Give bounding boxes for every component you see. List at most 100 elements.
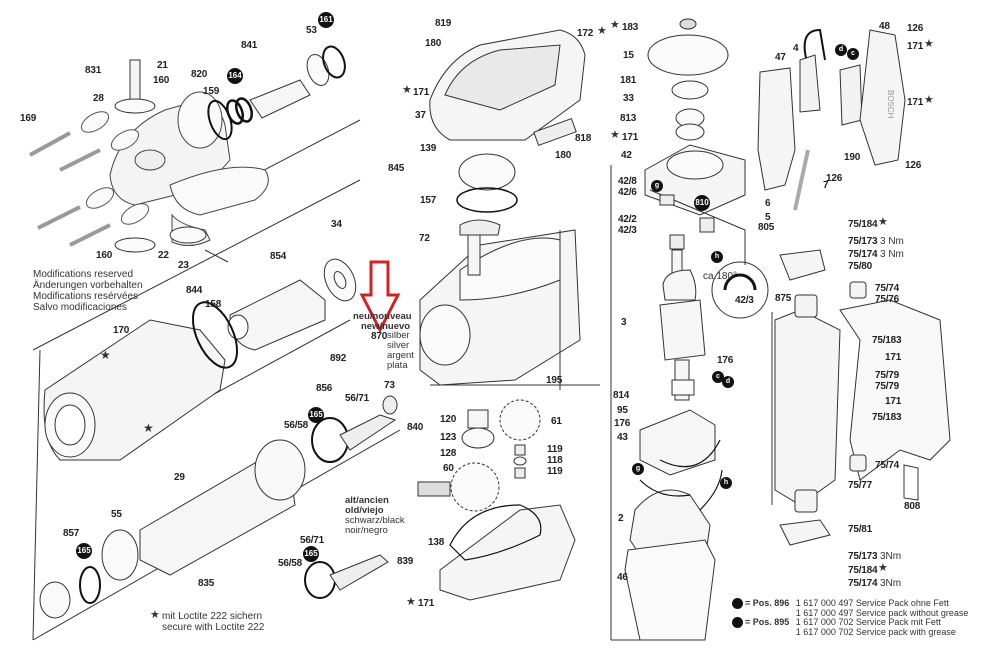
part-label: 61: [551, 416, 562, 427]
part-label: 181: [620, 75, 637, 86]
note-line: alt/ancien: [345, 495, 389, 506]
torque-value: 3Nm: [880, 578, 902, 589]
part-label: 42/2: [618, 214, 637, 225]
chuck-part: [229, 279, 326, 351]
part-label: 34: [331, 219, 342, 230]
part-label: 160: [96, 250, 113, 261]
filled-circle-icon: [732, 617, 743, 629]
part-label: 95: [617, 405, 628, 416]
part-label: 157: [420, 195, 437, 206]
part-label: 75/74: [875, 283, 900, 294]
part-label: 43: [617, 432, 628, 443]
legend-item: = Pos. 895 1 617 000 702 Service Pack mi…: [732, 617, 956, 637]
service-pack-badge: 165: [303, 546, 319, 562]
new-part-note: neu/nouveau new/nuevo: [353, 312, 412, 332]
part-label: 75/81: [848, 524, 873, 535]
note-line: Modifications reserved: [33, 269, 134, 280]
part-label: 42: [621, 150, 632, 161]
note-line: argent: [387, 350, 414, 361]
part-label: 75/76: [875, 294, 900, 305]
legend-pos: = Pos. 896: [745, 598, 790, 608]
note-line: old/viejo: [345, 505, 384, 516]
note-line: plata: [387, 360, 408, 371]
note-line: silber: [387, 330, 410, 341]
legend-item: = Pos. 896 1 617 000 497 Service Pack oh…: [732, 598, 968, 618]
svg-text:BOSCH: BOSCH: [886, 90, 895, 119]
part-label: 56/58: [278, 558, 303, 569]
part-label: 42/8: [618, 176, 637, 187]
part-label: 856: [316, 383, 333, 394]
part-label: 844: [186, 285, 203, 296]
part-label: 29: [174, 472, 185, 483]
part-label: 75/77: [848, 480, 873, 491]
part-label: 808: [904, 501, 921, 512]
part-label: 42/3: [735, 295, 754, 306]
part-label: 75/184: [848, 219, 878, 230]
modifications-note: Modifications reserved Änderungen vorbeh…: [33, 269, 143, 313]
part-label: 171: [413, 87, 430, 98]
part-label: 176: [717, 355, 734, 366]
legend-description: 1 617 000 702 Service Pack mit Fett 1 61…: [796, 617, 956, 637]
part-label: 839: [397, 556, 414, 567]
handle-cover-part: [859, 29, 906, 166]
part-label: 75/74: [875, 460, 900, 471]
part-label: 139: [420, 143, 437, 154]
part-label: 169: [20, 113, 37, 124]
note-line: noir/negro: [345, 525, 388, 536]
gear-housing-part: [439, 504, 576, 601]
note-line: mit Loctite 222 sichern: [162, 611, 263, 622]
part-label: 180: [425, 38, 442, 49]
rotation-note: ca.180°: [703, 271, 738, 282]
star-icon: ★: [878, 216, 888, 228]
note-line: Salvo modificaciones: [33, 302, 127, 313]
part-label: 840: [407, 422, 424, 433]
new-part-color-note: silber silver argent plata: [387, 331, 414, 371]
part-label: 55: [111, 509, 122, 520]
part-label: 75/79: [875, 370, 900, 381]
star-icon: ★: [924, 38, 934, 50]
part-label: 820: [191, 69, 208, 80]
part-label: 42/3: [618, 225, 637, 236]
fan-part: [647, 34, 729, 76]
star-icon: ★: [406, 596, 416, 608]
connector-badge: c: [712, 371, 724, 383]
part-label: 195: [546, 375, 563, 386]
part-label: 171: [885, 396, 902, 407]
part-label: 138: [428, 537, 445, 548]
part-label: 835: [198, 578, 215, 589]
part-label: 118: [547, 455, 563, 466]
part-label: 158: [205, 299, 222, 310]
part-label: 2: [618, 513, 624, 524]
legend-line: 1 617 000 497 Service Pack ohne Fett: [795, 598, 949, 608]
part-label: 42/6: [618, 187, 637, 198]
part-label: 75/174: [848, 578, 878, 589]
note-line: new/nuevo: [361, 321, 411, 332]
handle-shell-part: [757, 67, 796, 191]
star-icon: ★: [597, 25, 607, 37]
part-label: 171: [622, 132, 639, 143]
connector-badge: c: [847, 48, 859, 60]
part-label: 892: [330, 353, 347, 364]
service-pack-badge: 810: [694, 195, 710, 211]
part-label: 813: [620, 113, 637, 124]
legend-line: 1 617 000 702 Service Pack mit Fett: [795, 617, 941, 627]
handle-housing-part: [109, 91, 269, 246]
part-label: 119: [547, 444, 563, 455]
star-icon: ★: [878, 562, 888, 574]
service-pack-badge: 165: [76, 543, 92, 559]
part-label: 171: [418, 598, 435, 609]
part-label: 120: [440, 414, 457, 425]
part-label: 128: [440, 448, 457, 459]
part-label: 870: [371, 331, 388, 342]
note-line: silver: [387, 340, 410, 351]
part-label: 75/183: [872, 335, 902, 346]
connector-badge: g: [632, 463, 644, 475]
torque-value: 3Nm: [880, 551, 902, 562]
part-label: 123: [440, 432, 457, 443]
part-label: 6: [765, 198, 771, 209]
connector-badge: h: [711, 251, 723, 263]
part-label: 160: [153, 75, 170, 86]
legend-line: 1 617 000 702 Service pack with grease: [795, 627, 956, 637]
part-label: 126: [905, 160, 922, 171]
